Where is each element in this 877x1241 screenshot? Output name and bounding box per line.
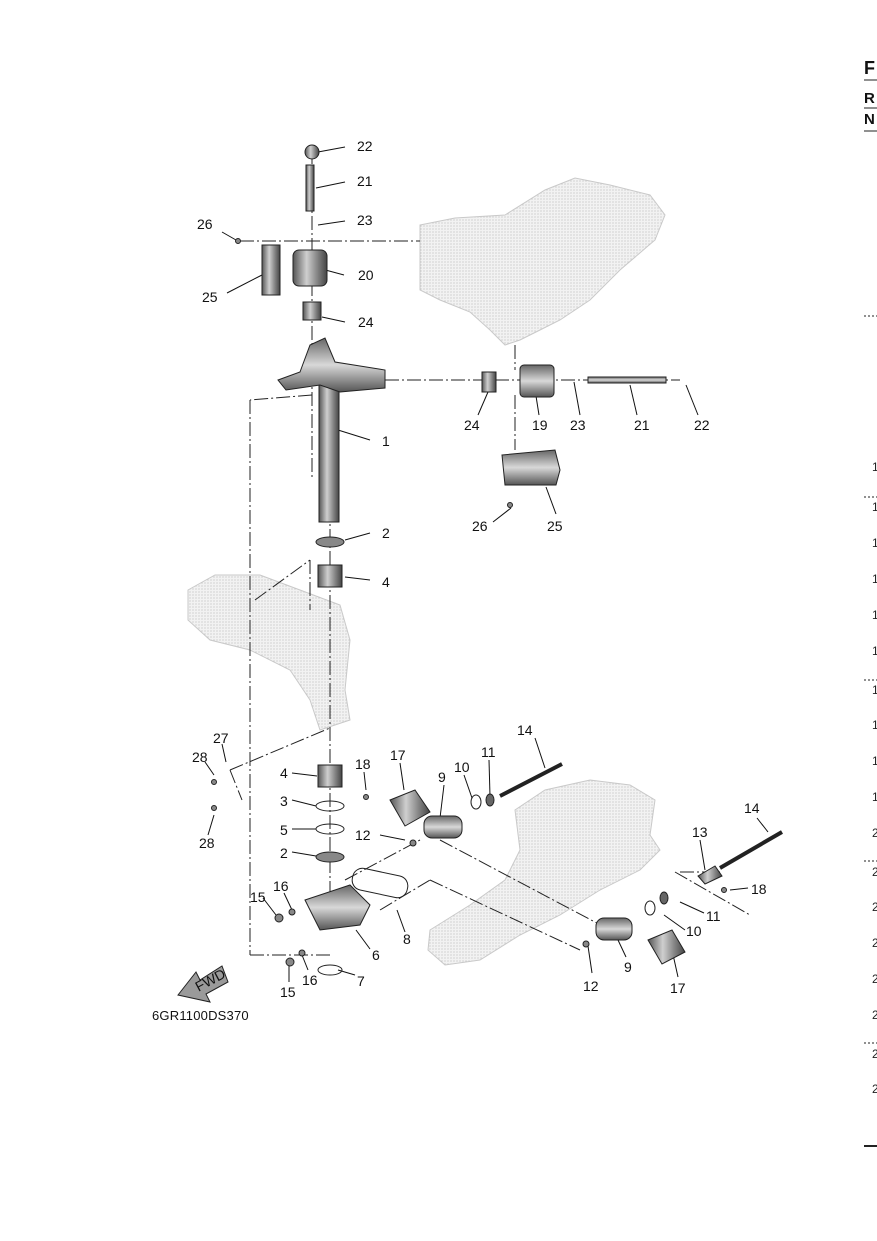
diagram-code: 6GR1100DS370 (152, 1008, 249, 1023)
callout-4: 4 (382, 574, 390, 590)
callout-9: 9 (624, 959, 632, 975)
callout-28: 28 (192, 749, 208, 765)
callout-13: 13 (692, 824, 708, 840)
callout-2: 2 (280, 845, 288, 861)
callout-25: 25 (202, 289, 218, 305)
callout-1: 1 (382, 433, 390, 449)
callout-5: 5 (280, 822, 288, 838)
edge-number: 2 (872, 1047, 877, 1061)
part-4-bushing (317, 564, 343, 788)
callout-27: 27 (213, 730, 229, 746)
callout-22: 22 (357, 138, 373, 154)
callout-17: 17 (670, 980, 686, 996)
callout-10: 10 (686, 923, 702, 939)
right-edge-rules (864, 79, 877, 1147)
edge-number: 1 (872, 500, 877, 514)
callout-14: 14 (744, 800, 760, 816)
part-25-clamp (261, 244, 281, 296)
edge-number: 2 (872, 936, 877, 950)
edge-number: 2 (872, 865, 877, 879)
callout-6: 6 (372, 947, 380, 963)
callout-12: 12 (583, 978, 599, 994)
part-7-ring (317, 964, 343, 976)
callout-23: 23 (357, 212, 373, 228)
callout-leaders (204, 146, 769, 982)
edge-number: 1 (872, 644, 877, 658)
callout-2: 2 (382, 525, 390, 541)
edge-number: 1 (872, 460, 877, 474)
callout-11: 11 (706, 908, 721, 924)
callout-21: 21 (357, 173, 373, 189)
part-19-mount (519, 364, 555, 398)
edge-number: 1 (872, 754, 877, 768)
part-1-drive-shaft (318, 379, 340, 523)
engine-housing-ghost (419, 177, 666, 346)
callout-12: 12 (355, 827, 371, 843)
callout-19: 19 (532, 417, 548, 433)
callout-9: 9 (438, 769, 446, 785)
callout-15: 15 (250, 889, 266, 905)
callout-24: 24 (358, 314, 374, 330)
edge-number: 1 (872, 790, 877, 804)
fwd-arrow-icon: FWD (177, 965, 229, 1003)
callout-7: 7 (357, 973, 365, 989)
edge-number: 2 (872, 972, 877, 986)
callout-18: 18 (751, 881, 767, 897)
part-14-bolts (499, 762, 784, 870)
edge-number: 2 (872, 900, 877, 914)
callout-28: 28 (199, 835, 215, 851)
callout-16: 16 (273, 878, 289, 894)
callout-11: 11 (481, 744, 496, 760)
edge-number: 1 (872, 683, 877, 697)
part-21-bolt (305, 164, 667, 384)
part-24-bush (302, 301, 497, 393)
edge-number: 1 (872, 536, 877, 550)
edge-heading-2: R (864, 90, 875, 107)
callout-14: 14 (517, 722, 533, 738)
callout-26: 26 (197, 216, 213, 232)
edge-number: 1 (872, 608, 877, 622)
edge-number: 2 (872, 1008, 877, 1022)
midsection-housing-ghost (187, 574, 351, 731)
edge-number: 1 (872, 718, 877, 732)
part-17-brackets (389, 789, 686, 965)
callout-labels: 22 21 23 26 20 25 24 1 24 19 23 21 22 26… (192, 138, 767, 1000)
edge-heading-3: N (864, 111, 875, 128)
callout-22: 22 (694, 417, 710, 433)
part-small-fasteners (211, 238, 727, 967)
callout-20: 20 (358, 267, 374, 283)
edge-number: 2 (872, 826, 877, 840)
callout-21: 21 (634, 417, 650, 433)
part-22-nut (304, 144, 320, 160)
callout-16: 16 (302, 972, 318, 988)
part-8-gasket (351, 867, 409, 899)
edge-heading-1: F (864, 58, 875, 78)
part-6-mount-plate (304, 884, 371, 931)
part-3-5-rings (315, 800, 345, 835)
callout-10: 10 (454, 759, 470, 775)
callout-25: 25 (547, 518, 563, 534)
part-10-11-washers (470, 793, 669, 916)
part-steering-bracket (277, 337, 386, 393)
callout-15: 15 (280, 984, 296, 1000)
edge-number: 1 (872, 572, 877, 586)
callout-3: 3 (280, 793, 288, 809)
part-9-mounts (423, 815, 633, 941)
part-20-mount (292, 249, 328, 287)
callout-18: 18 (355, 756, 371, 772)
callout-8: 8 (403, 931, 411, 947)
callout-24: 24 (464, 417, 480, 433)
callout-26: 26 (472, 518, 488, 534)
callout-17: 17 (390, 747, 406, 763)
callout-23: 23 (570, 417, 586, 433)
edge-number: 2 (872, 1082, 877, 1096)
callout-4: 4 (280, 765, 288, 781)
lower-unit-ghost (427, 779, 661, 966)
part-2-washer (315, 536, 345, 863)
part-25-bracket-lower (501, 449, 561, 486)
part-13-plate (697, 865, 723, 885)
